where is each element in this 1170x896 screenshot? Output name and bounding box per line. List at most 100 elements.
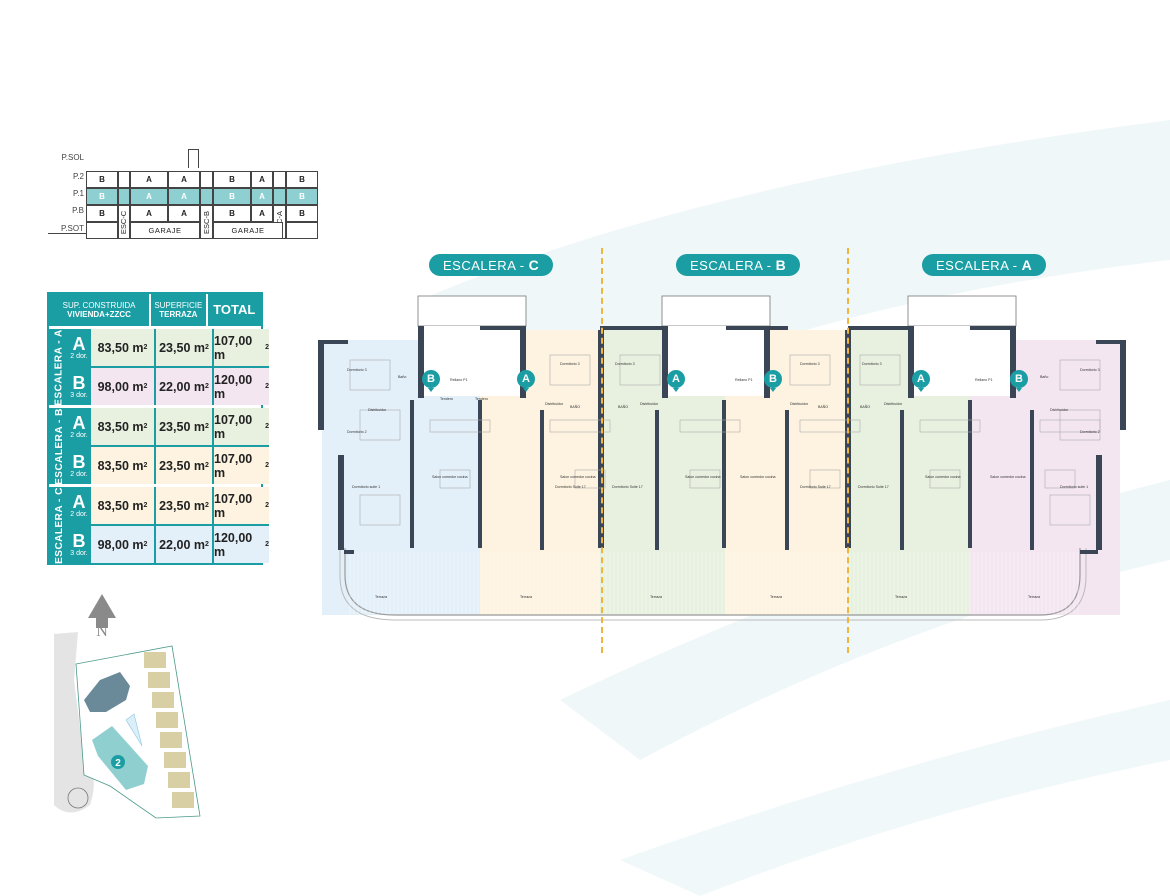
furniture: [1049, 494, 1091, 526]
furniture: [1059, 409, 1101, 441]
wall: [908, 326, 914, 398]
house: [164, 752, 186, 768]
wall: [338, 455, 344, 550]
level-label: P.2: [73, 172, 84, 181]
section-cell: B: [286, 188, 318, 205]
room-label: Rellano P1: [975, 378, 993, 382]
header-terrace: SUPERFICIE TERRAZA: [151, 294, 208, 326]
section-cell: A: [130, 188, 168, 205]
section-cell: B: [86, 205, 118, 222]
wall: [318, 340, 348, 344]
furniture: [689, 469, 721, 489]
section-cell: A: [251, 171, 273, 188]
house: [168, 772, 190, 788]
unit-badge: B: [764, 370, 782, 392]
room-label: Distribuidor: [640, 402, 659, 406]
room-label: Salon comedor cocina: [740, 475, 776, 479]
section-cell: [286, 222, 318, 239]
room-label: Rellano P1: [735, 378, 753, 382]
room-label: Dormitorio 3: [862, 362, 882, 366]
pool: [125, 713, 143, 747]
room-label: Dormitorio 3: [1080, 368, 1100, 372]
garage-cell: GARAJE: [130, 222, 200, 239]
header-text: TERRAZA: [159, 310, 198, 319]
room-label: Salon comedor cocina: [432, 475, 468, 479]
wall: [1120, 340, 1126, 430]
room-label: Dormitorio Suite 17: [555, 485, 586, 489]
furniture: [789, 354, 831, 386]
furniture: [1044, 469, 1076, 489]
room-label: Dormitorio suite 1: [352, 485, 381, 489]
stair-letter: B: [775, 257, 787, 273]
furniture: [799, 419, 861, 433]
terrace-outline: [344, 548, 1081, 616]
level-label: P.SOL: [61, 153, 84, 162]
room-label: Dormitorio 2: [347, 430, 367, 434]
house: [148, 672, 170, 688]
room-label: BAÑO: [818, 405, 829, 409]
stair-divider: [847, 248, 849, 653]
section-cell: [118, 171, 130, 188]
room-label: Distribuidor: [368, 408, 387, 412]
section-cell: B: [286, 205, 318, 222]
room-label: BAÑO: [570, 405, 581, 409]
section-cell: B: [213, 205, 251, 222]
room-label: Rellano P1: [450, 378, 468, 382]
header-built-area: SUP. CONSTRUIDA VIVIENDA+ZZCC: [49, 294, 152, 326]
wall: [1096, 340, 1126, 344]
building-1: [84, 672, 130, 712]
section-cell: B: [86, 188, 118, 205]
furniture: [359, 494, 401, 526]
unit-b-a-fill: [600, 330, 725, 615]
section-cell: [273, 171, 286, 188]
north-label: N: [96, 623, 108, 640]
unit-letter: A: [72, 492, 86, 512]
room-label: Dormitorio Suite 17: [612, 485, 643, 489]
unit-badge: A: [912, 370, 930, 392]
building-number-badge: [111, 755, 125, 769]
unit-letter: A: [72, 334, 86, 354]
room-label: Baño: [1040, 375, 1049, 379]
room-label: Salon comedor cocina: [685, 475, 721, 479]
section-cell: ESC-C: [118, 205, 130, 239]
level-label: P.1: [73, 189, 84, 198]
unit-a-a-fill: [848, 330, 970, 615]
wall: [722, 400, 726, 548]
furniture: [429, 419, 491, 433]
section-cell: A: [168, 205, 200, 222]
section-cell: A: [130, 205, 168, 222]
room-label: Terraza: [895, 595, 907, 599]
room-label: Salon comedor cocina: [990, 475, 1026, 479]
room-label: Dormitorio Suite 17: [858, 485, 889, 489]
unit-rooms: 2 dor.: [70, 511, 88, 518]
room-label: BAÑO: [618, 405, 629, 409]
section-cell: A: [168, 188, 200, 205]
room-label: Terraza: [650, 595, 662, 599]
room-label: Baño: [398, 375, 407, 379]
section-cell: A: [251, 188, 273, 205]
unit-badge: B: [422, 370, 440, 392]
wall: [1096, 455, 1102, 550]
wall: [1010, 326, 1016, 398]
wall: [1080, 550, 1098, 554]
house: [160, 732, 182, 748]
room-label: Salon comedor cocina: [560, 475, 596, 479]
